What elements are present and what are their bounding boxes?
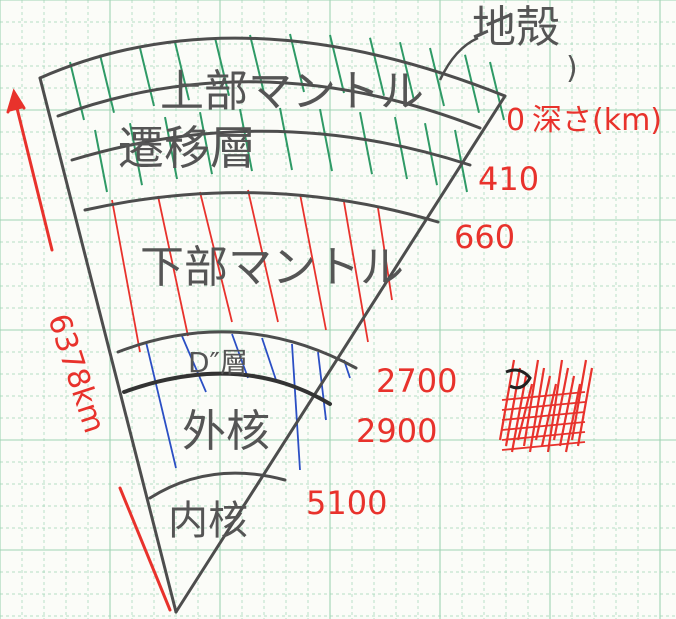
depth-2700-label: 2700	[376, 362, 457, 400]
wedge-left-edge	[38, 76, 178, 614]
radius-arrow-upper-head	[6, 88, 26, 114]
depth-5100-label: 5100	[306, 484, 387, 522]
surface-arc	[38, 36, 507, 98]
green-hatch-line	[359, 112, 373, 175]
green-hatch-line	[489, 61, 505, 121]
lower-mantle-label: 下部マントル	[140, 242, 404, 293]
green-hatch-line	[394, 116, 408, 180]
outer-core-label: 外核	[182, 406, 270, 457]
scribble-dark-mark	[505, 368, 532, 390]
green-hatch-line	[239, 108, 253, 172]
scribble-stroke	[501, 441, 586, 451]
radius-arrow	[6, 88, 172, 612]
upper-mantle-hatching	[69, 33, 505, 193]
radius-label: 6378km	[40, 310, 111, 438]
crust-pointer-line	[438, 36, 479, 81]
green-hatch-line	[289, 33, 305, 93]
green-hatch-line	[399, 41, 415, 101]
boundary-660-arc	[83, 191, 440, 224]
scribble-stroke	[501, 411, 586, 421]
green-hatch-line	[429, 47, 445, 107]
wedge-right-edge	[174, 94, 507, 614]
red-hatch-line	[111, 199, 141, 353]
earth-wedge-outline	[38, 36, 507, 614]
d-layer-label: D″層	[188, 346, 248, 379]
transition-zone-label: 遷移層	[118, 121, 256, 175]
green-hatch-line	[174, 41, 190, 101]
green-hatch-line	[369, 37, 385, 96]
scribble-stroke	[528, 367, 546, 453]
inner-core-label: 内核	[168, 498, 248, 544]
scribble-stroke	[501, 421, 586, 431]
scribble-stroke	[546, 359, 564, 453]
red-scribble-icon	[498, 359, 594, 453]
scribble-stroke	[534, 375, 552, 441]
inner-core-arc	[148, 471, 287, 500]
scribble-stroke	[504, 367, 522, 447]
boundary-410-arc	[70, 129, 472, 167]
scribble-stroke	[522, 359, 540, 447]
depth-zero-label: 0	[506, 103, 525, 138]
crust-boundary-arc	[56, 80, 482, 130]
green-hatch-line	[164, 116, 178, 180]
green-hatch-line	[329, 34, 345, 94]
blue-hatch-line	[291, 343, 301, 471]
blue-hatch-line	[261, 337, 277, 381]
boundary-2900-arc	[122, 371, 332, 406]
depth-header-label: 深さ(km)	[532, 103, 662, 138]
depth-660-label: 660	[454, 218, 515, 256]
outer-core-hatching	[145, 333, 351, 471]
green-hatch-line	[199, 112, 213, 175]
green-hatch-line	[99, 54, 115, 113]
scribble-stroke	[501, 401, 586, 411]
scribble-stroke	[501, 391, 586, 401]
red-hatch-line	[299, 193, 327, 331]
green-hatch-line	[319, 108, 333, 172]
red-hatch-line	[157, 195, 189, 337]
scribble-stroke	[570, 359, 588, 441]
red-hatch-line	[199, 191, 233, 323]
red-hatch-line	[247, 189, 279, 323]
crust-label: 地殻	[472, 2, 560, 53]
red-hatch-line	[377, 207, 393, 301]
green-hatch-line	[69, 61, 85, 121]
radius-arrow-lower-line	[118, 486, 172, 612]
scribble-stroke	[501, 431, 586, 441]
green-hatch-line	[94, 129, 108, 193]
blue-hatch-line	[317, 351, 327, 421]
green-hatch-line	[139, 47, 155, 107]
boundary-2700-arc	[116, 330, 358, 370]
scribble-stroke	[516, 383, 534, 441]
crust-paren: )	[566, 51, 578, 86]
radius-arrow-upper-line	[12, 94, 54, 252]
blue-hatch-line	[145, 341, 177, 469]
upper-mantle-label: 上部マントル	[160, 66, 424, 117]
blue-hatch-line	[181, 335, 207, 393]
depth-2900-label: 2900	[356, 412, 437, 450]
scribble-stroke	[564, 383, 582, 453]
depth-410-label: 410	[478, 160, 539, 198]
green-hatch-line	[279, 107, 293, 171]
blue-hatch-line	[231, 333, 249, 379]
green-hatch-line	[214, 37, 230, 96]
green-hatch-line	[129, 123, 143, 186]
scribble-stroke	[576, 367, 594, 447]
